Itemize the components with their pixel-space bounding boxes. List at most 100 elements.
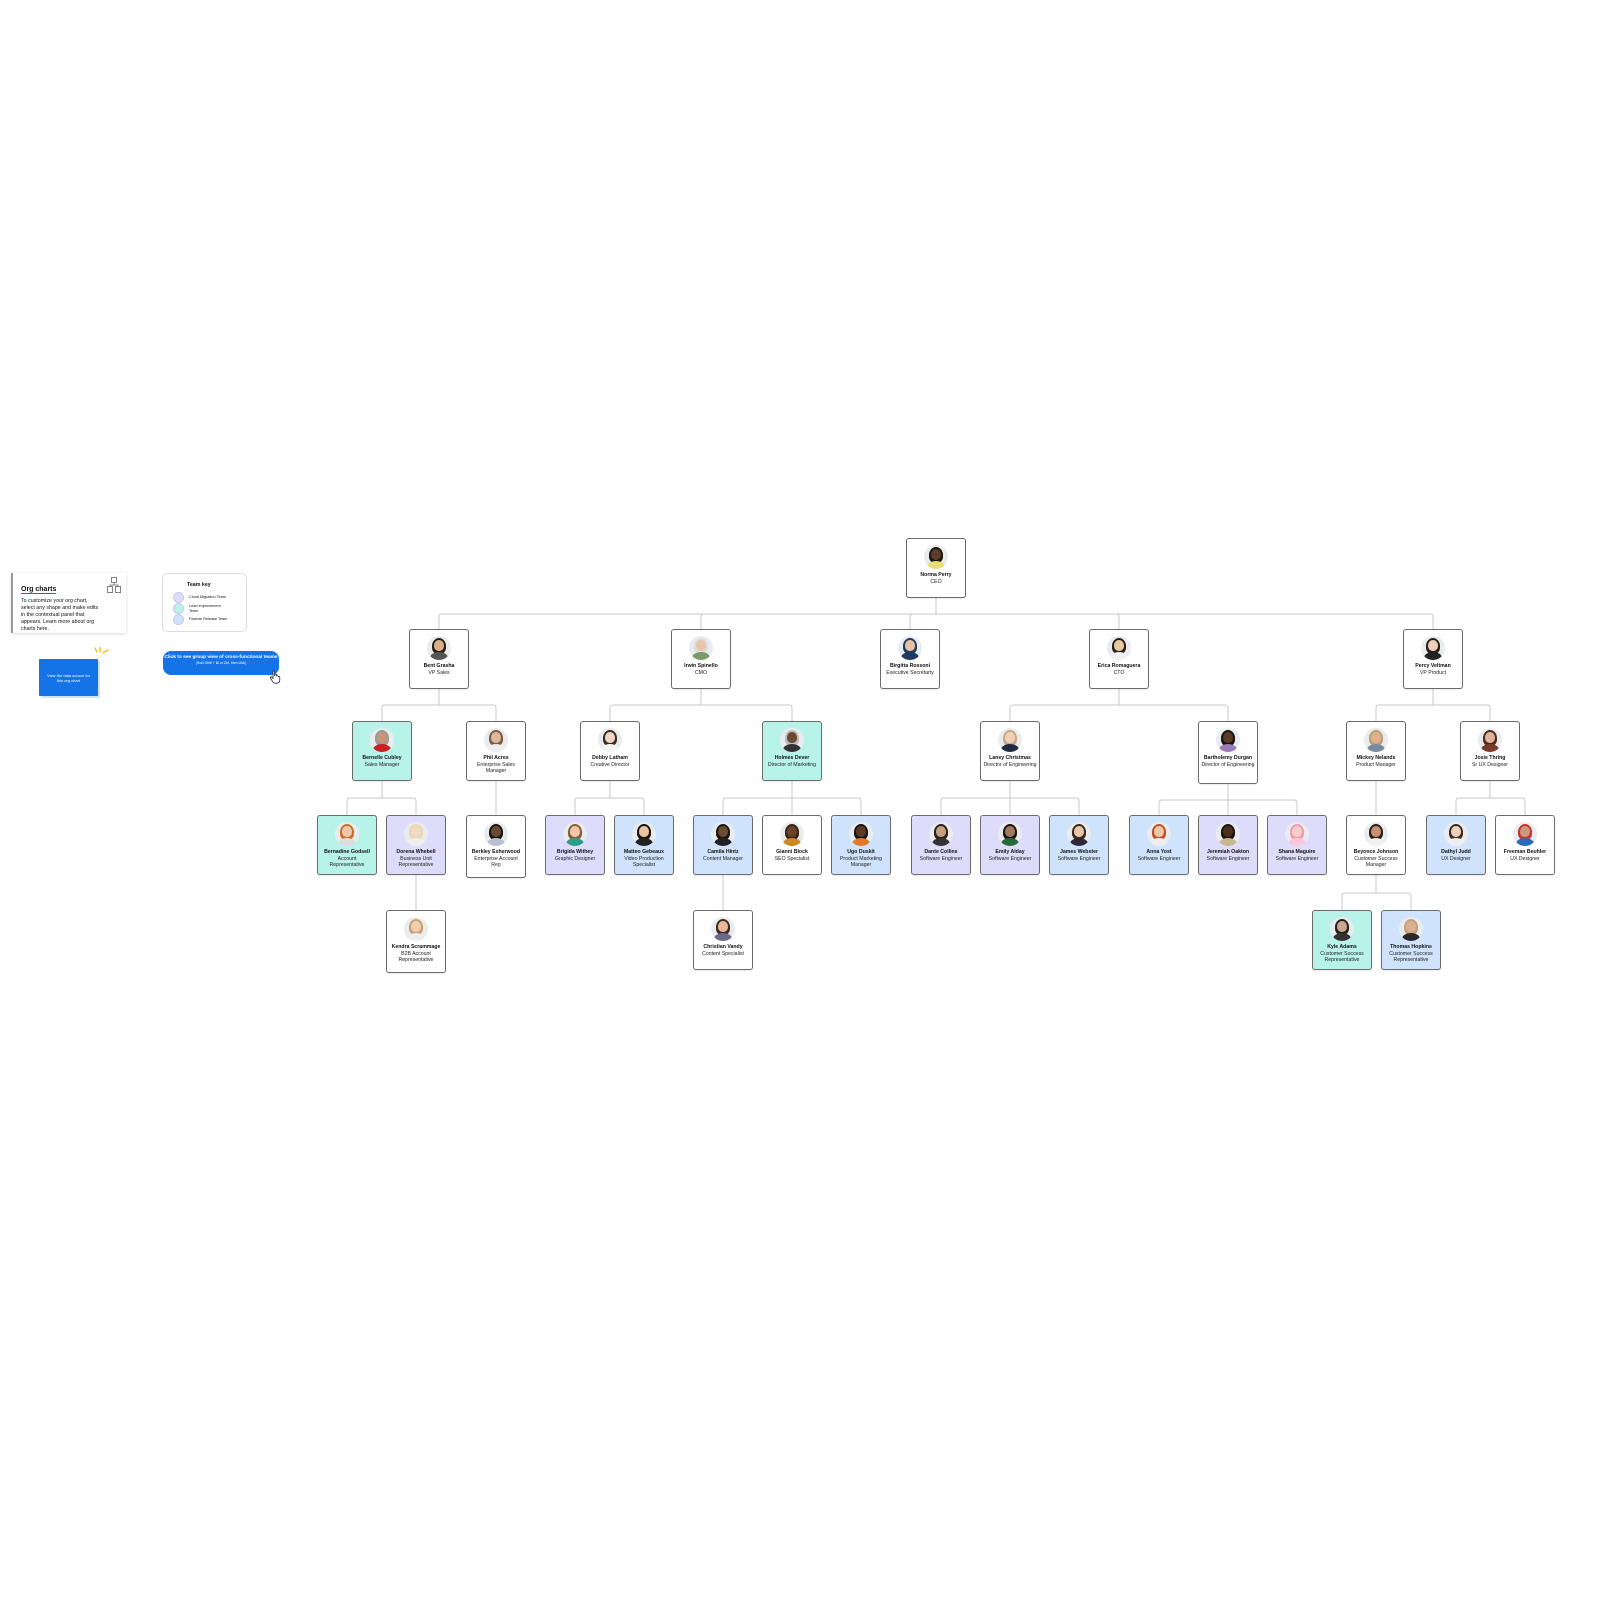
feature-release-swatch-icon xyxy=(173,614,184,625)
avatar xyxy=(1216,728,1240,752)
view-data-source-button[interactable]: View the data source for this org chart xyxy=(39,659,98,696)
avatar xyxy=(1364,728,1388,752)
node-name: Christian Vandy xyxy=(703,944,743,950)
team-key-label: Lead Improvement Team xyxy=(189,604,221,613)
node-role: Software Engineer xyxy=(1275,855,1319,862)
node-name: Laney Christmas xyxy=(989,755,1031,761)
node-name: Kyle Adams xyxy=(1327,944,1357,950)
avatar xyxy=(484,728,508,752)
avatar xyxy=(1478,728,1502,752)
avatar xyxy=(1147,822,1171,846)
node-role: UX Designer xyxy=(1441,855,1471,862)
node-role: Director of Marketing xyxy=(767,761,817,768)
avatar xyxy=(1067,822,1091,846)
avatar xyxy=(1513,822,1537,846)
node-name: Bent Grasha xyxy=(423,663,455,669)
avatar xyxy=(1330,917,1354,941)
node-name: Birgitta Rossoni xyxy=(889,663,931,669)
avatar xyxy=(1421,636,1445,660)
node-role: Sales Manager xyxy=(364,761,400,768)
node-role: Director of Engineering xyxy=(983,761,1037,768)
avatar xyxy=(780,728,804,752)
node-role: Business Unit Representative xyxy=(398,855,434,869)
avatar xyxy=(998,822,1022,846)
node-name: Erica Romaguera xyxy=(1097,663,1141,669)
node-role: Graphic Designer xyxy=(554,855,596,862)
node-name: Anna Yost xyxy=(1146,849,1172,855)
node-role: B2B Account Representative xyxy=(398,950,434,964)
group-view-button[interactable]: Click to see group view of cross-functio… xyxy=(163,651,279,675)
node-name: James Webster xyxy=(1060,849,1098,855)
node-name: Ugo Duskit xyxy=(847,849,875,855)
node-name: Norma Perry xyxy=(920,572,952,578)
node-name: Brigida Withey xyxy=(556,849,594,855)
node-role: Content Specialist xyxy=(702,950,744,957)
node-role: Enterprise Account Rep xyxy=(474,855,518,869)
node-role: Software Engineer xyxy=(919,855,963,862)
node-role: Content Manager xyxy=(702,855,744,862)
node-role: Customer Success Representative xyxy=(1389,950,1433,964)
node-name: Thomas Hopkins xyxy=(1390,944,1432,950)
node-role: Customer Success Representative xyxy=(1320,950,1364,964)
node-name: Emily Alday xyxy=(995,849,1025,855)
avatar xyxy=(924,545,948,569)
avatar xyxy=(598,728,622,752)
node-role: CEO xyxy=(930,578,942,585)
avatar xyxy=(1364,822,1388,846)
team-key-label: Cloud Migration Team xyxy=(189,595,226,600)
node-role: UX Designer xyxy=(1510,855,1540,862)
avatar xyxy=(632,822,656,846)
node-role: Account Representative xyxy=(329,855,365,869)
cloud-migration-swatch-icon xyxy=(173,592,184,603)
node-name: Irwin Spinello xyxy=(684,663,718,669)
node-name: Holmes Dever xyxy=(774,755,810,761)
team-key-label: Feature Release Team xyxy=(189,617,228,622)
group-view-button-label: Click to see group view of cross-functio… xyxy=(164,655,278,660)
info-card-title[interactable]: Org charts xyxy=(21,586,57,594)
team-key-legend: Team key Cloud Migration Team Lead Impro… xyxy=(162,573,247,632)
node-role: Sr UX Designer xyxy=(1471,761,1509,768)
avatar xyxy=(1444,822,1468,846)
avatar xyxy=(711,917,735,941)
node-role: Director of Engineering xyxy=(1201,761,1255,768)
avatar xyxy=(849,822,873,846)
avatar xyxy=(1285,822,1309,846)
node-role: Product Marketing Manager xyxy=(839,855,883,869)
